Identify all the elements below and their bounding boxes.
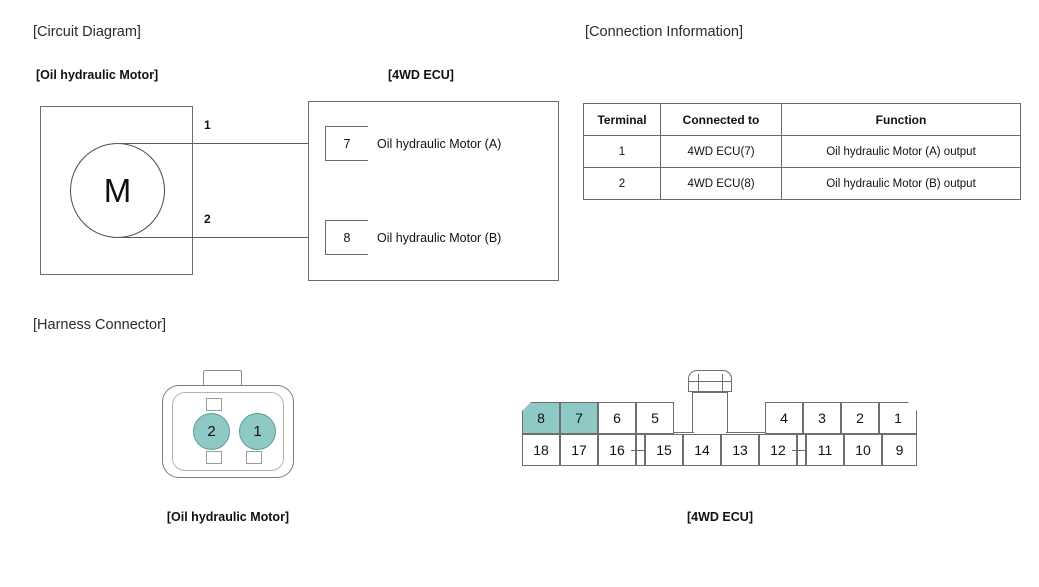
ecu-terminal-11: 11 <box>806 434 844 466</box>
ecu-terminal-15: 15 <box>645 434 683 466</box>
ecu-terminal-1-label: 1 <box>894 410 902 426</box>
connector-notch-right-tick <box>792 450 811 452</box>
wire-terminal-2 <box>117 237 325 239</box>
ecu-terminal-6: 6 <box>598 402 636 434</box>
ecu-terminal-8: 8 <box>522 402 560 434</box>
ecu-terminal-16-label: 16 <box>609 442 625 458</box>
connector-gap-floor-left <box>655 432 694 434</box>
ecu-pin-number-7: 7 <box>343 136 351 151</box>
motor-connector-pin-1-label: 1 <box>253 423 262 440</box>
ecu-terminal-6-label: 6 <box>613 410 621 426</box>
latch-detail-horizontal <box>689 381 731 383</box>
ecu-connector-caption: [4WD ECU] <box>687 510 753 524</box>
table-row: 2 4WD ECU(8) Oil hydraulic Motor (B) out… <box>583 167 1021 200</box>
circuit-diagram-title: [Circuit Diagram] <box>33 24 141 40</box>
motor-connector-pin-1: 1 <box>239 413 276 450</box>
ecu-terminal-12: 12 <box>759 434 797 466</box>
ecu-terminal-3-label: 3 <box>818 410 826 426</box>
ecu-terminal-10: 10 <box>844 434 882 466</box>
connector-notch-left-tick <box>631 450 650 452</box>
table-cell-terminal: 1 <box>583 135 661 168</box>
ecu-terminal-4: 4 <box>765 402 803 434</box>
ecu-terminal-7-label: 7 <box>575 410 583 426</box>
ecu-terminal-17-label: 17 <box>571 442 587 458</box>
motor-connector-caption: [Oil hydraulic Motor] <box>166 510 290 524</box>
table-header-terminal: Terminal <box>583 103 661 136</box>
ecu-terminal-5: 5 <box>636 402 674 434</box>
connector-keyway-bottom-left <box>206 451 222 464</box>
ecu-terminal-17: 17 <box>560 434 598 466</box>
ecu-terminal-5-label: 5 <box>651 410 659 426</box>
ecu-terminal-13-label: 13 <box>732 442 748 458</box>
table-header-connected-to: Connected to <box>660 103 782 136</box>
motor-group-label: [Oil hydraulic Motor] <box>36 68 159 82</box>
ecu-terminal-2-label: 2 <box>856 410 864 426</box>
latch-detail-vertical-left <box>698 374 700 396</box>
wire-number-2: 2 <box>204 212 211 226</box>
ecu-terminal-15-label: 15 <box>656 442 672 458</box>
ecu-pin-label-8: Oil hydraulic Motor (B) <box>377 231 502 245</box>
ecu-terminal-16: 16 <box>598 434 636 466</box>
connection-information-title: [Connection Information] <box>585 24 743 40</box>
ecu-terminal-7: 7 <box>560 402 598 434</box>
ecu-terminal-13: 13 <box>721 434 759 466</box>
connector-tab <box>203 370 242 386</box>
ecu-terminal-14: 14 <box>683 434 721 466</box>
latch-pedestal <box>692 392 728 433</box>
table-row: 1 4WD ECU(7) Oil hydraulic Motor (A) out… <box>583 135 1021 168</box>
wire-terminal-1 <box>117 143 325 145</box>
ecu-terminal-18: 18 <box>522 434 560 466</box>
ecu-pin-bracket-8: 8 <box>325 220 368 255</box>
table-cell-connected-to: 4WD ECU(8) <box>660 167 782 200</box>
ecu-terminal-4-label: 4 <box>780 410 788 426</box>
ecu-terminal-2: 2 <box>841 402 879 434</box>
ecu-terminal-8-label: 8 <box>537 410 545 426</box>
ecu-terminal-12-label: 12 <box>770 442 786 458</box>
table-cell-terminal: 2 <box>583 167 661 200</box>
connector-gap-floor-right <box>726 432 765 434</box>
ecu-terminal-1: 1 <box>879 402 917 434</box>
ecu-terminal-3: 3 <box>803 402 841 434</box>
table-cell-function: Oil hydraulic Motor (A) output <box>781 135 1021 168</box>
connector-keyway-bottom-right <box>246 451 262 464</box>
ecu-terminal-9: 9 <box>882 434 917 466</box>
ecu-terminal-11-label: 11 <box>817 442 833 458</box>
ecu-terminal-10-label: 10 <box>855 442 871 458</box>
ecu-group-label: [4WD ECU] <box>388 68 454 82</box>
table-cell-function: Oil hydraulic Motor (B) output <box>781 167 1021 200</box>
connector-keyway-top <box>206 398 222 411</box>
ecu-terminal-9-label: 9 <box>895 442 904 458</box>
motor-symbol-letter: M <box>103 172 132 209</box>
ecu-pin-number-8: 8 <box>343 230 351 245</box>
motor-connector-pin-2: 2 <box>193 413 230 450</box>
ecu-terminal-18-label: 18 <box>533 442 549 458</box>
ecu-pin-bracket-7: 7 <box>325 126 368 161</box>
ecu-terminal-14-label: 14 <box>694 442 710 458</box>
ecu-pin-label-7: Oil hydraulic Motor (A) <box>377 137 502 151</box>
latch-detail-vertical-right <box>722 374 724 396</box>
motor-connector-pin-2-label: 2 <box>207 423 216 440</box>
harness-connector-title: [Harness Connector] <box>33 317 166 333</box>
connection-information-table: Terminal Connected to Function 1 4WD ECU… <box>583 103 1021 200</box>
wire-number-1: 1 <box>204 118 211 132</box>
